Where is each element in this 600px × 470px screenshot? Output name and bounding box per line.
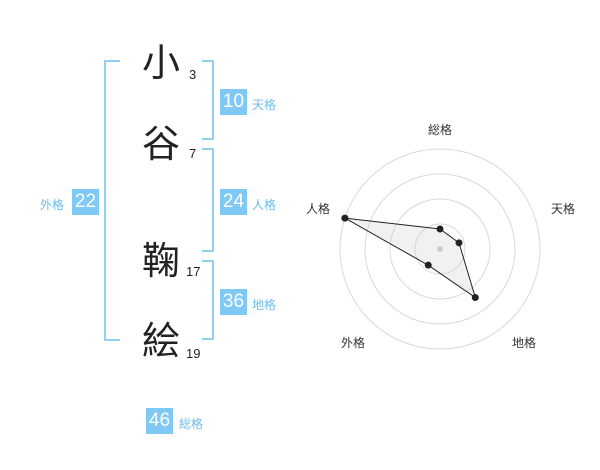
axis-label-tenkaku: 天格 <box>551 201 575 216</box>
stroke-count-4: 19 <box>186 346 201 361</box>
name-char-2: 谷 <box>142 122 181 166</box>
chikaku-label: 地格 <box>252 298 277 312</box>
jinkaku-value: 24 <box>220 189 247 215</box>
radar-polygon <box>344 217 477 299</box>
radar-center <box>437 246 443 252</box>
gaikaku-label: 外格 <box>40 198 65 212</box>
chikaku-bracket <box>202 260 214 340</box>
jinkaku-bracket <box>202 148 214 252</box>
radar-points <box>341 214 479 302</box>
gaikaku-bracket <box>104 60 120 341</box>
gaikaku-value: 22 <box>72 189 99 215</box>
radar-point-3 <box>424 261 432 269</box>
axis-label-gaikaku: 外格 <box>341 335 365 350</box>
radar-rings <box>339 148 541 350</box>
stroke-count-1: 3 <box>189 67 197 82</box>
radar-ring-4 <box>339 148 541 350</box>
tenkaku-bracket <box>202 60 214 140</box>
radar-ring-3 <box>364 173 516 325</box>
name-char-3: 鞠 <box>142 239 181 283</box>
tenkaku-value: 10 <box>220 89 247 115</box>
stroke-count-3: 17 <box>186 264 201 279</box>
soukaku-label: 総格 <box>179 417 204 431</box>
soukaku-value: 46 <box>146 408 173 434</box>
name-char-1: 小 <box>142 41 181 85</box>
radar-point-0 <box>436 225 444 233</box>
chikaku-value: 36 <box>220 289 247 315</box>
radar-point-2 <box>471 294 479 302</box>
tenkaku-label: 天格 <box>252 98 277 112</box>
radar-ring-2 <box>389 198 491 300</box>
radar-point-4 <box>341 214 349 222</box>
jinkaku-label: 人格 <box>252 198 277 212</box>
axis-label-jinkaku: 人格 <box>306 201 330 216</box>
axis-label-chikaku: 地格 <box>512 335 536 350</box>
radar-ring-1 <box>414 223 466 275</box>
radar-point-1 <box>455 239 463 247</box>
name-char-4: 絵 <box>142 319 181 363</box>
axis-label-soukaku: 総格 <box>428 122 452 137</box>
stroke-count-2: 7 <box>189 146 197 161</box>
